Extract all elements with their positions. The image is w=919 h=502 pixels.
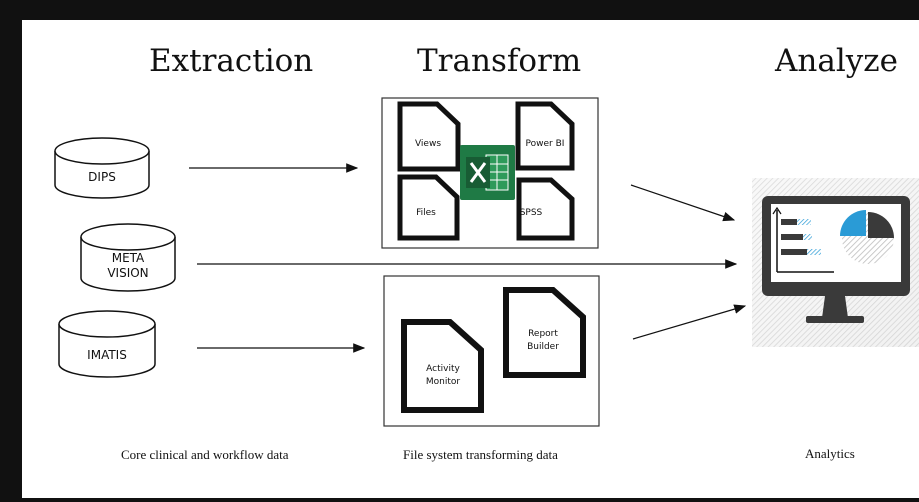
- caption-analyze: Analytics: [805, 446, 855, 461]
- label-spss: SPSS: [520, 208, 543, 218]
- doc-spss-icon: SPSS: [516, 177, 575, 241]
- doc-files-icon: Files: [397, 174, 460, 241]
- doc-power-bi-icon: Power BI: [515, 101, 575, 171]
- label-metavision-1: META: [112, 251, 145, 265]
- label-activity-2: Monitor: [426, 377, 461, 387]
- doc-views-icon: Views: [397, 101, 461, 172]
- heading-analyze: Analyze: [775, 43, 898, 79]
- label-views: Views: [415, 139, 441, 149]
- analytics-monitor-icon: [752, 178, 919, 347]
- label-report-1: Report: [528, 329, 558, 339]
- doc-report-builder-icon: Report Builder: [503, 287, 586, 378]
- doc-activity-monitor-icon: Activity Monitor: [401, 319, 484, 413]
- heading-extraction: Extraction: [149, 43, 314, 79]
- heading-transform: Transform: [417, 43, 582, 79]
- label-dips: DIPS: [88, 170, 116, 184]
- cylinder-metavision: META VISION: [80, 223, 176, 292]
- excel-icon: [460, 145, 515, 200]
- cylinder-imatis: IMATIS: [58, 310, 156, 378]
- label-power-bi: Power BI: [526, 139, 565, 149]
- label-imatis: IMATIS: [87, 348, 127, 362]
- label-report-2: Builder: [527, 342, 559, 352]
- label-activity-1: Activity: [426, 364, 460, 374]
- cylinder-dips: DIPS: [54, 137, 150, 199]
- arrow-transform-bottom-to-analyze: [632, 304, 747, 340]
- arrow-transform-top-to-analyze: [630, 184, 736, 222]
- caption-extraction: Core clinical and workflow data: [121, 447, 289, 462]
- label-files: Files: [416, 208, 436, 218]
- caption-transform: File system transforming data: [403, 447, 558, 462]
- label-metavision-2: VISION: [107, 266, 148, 280]
